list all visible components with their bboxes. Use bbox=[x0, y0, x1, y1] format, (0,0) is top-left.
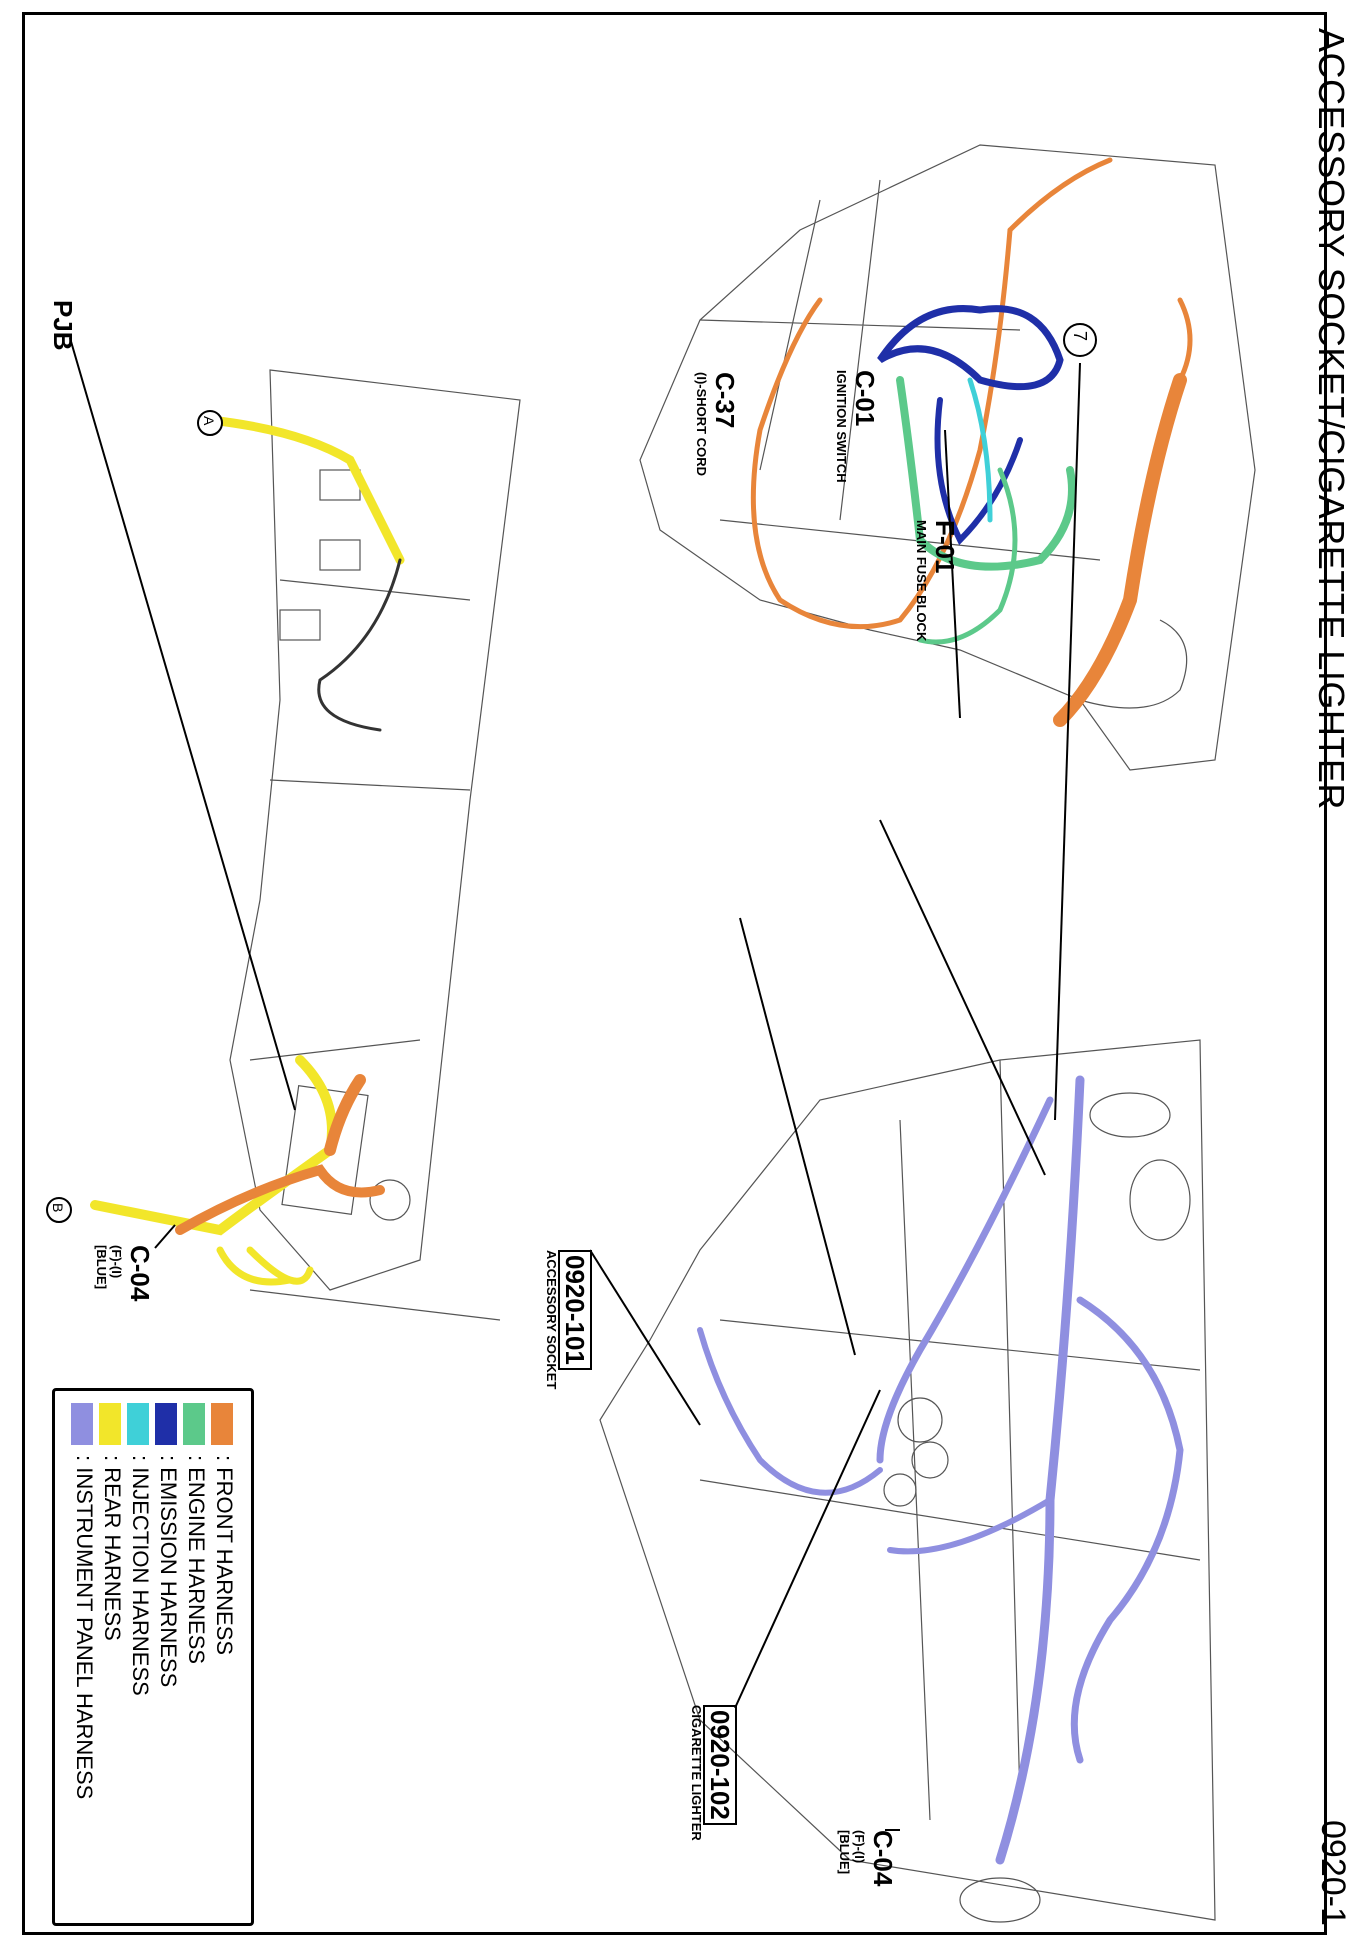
leader-lines bbox=[69, 337, 1081, 1831]
engine-bay-harnesses bbox=[750, 157, 1193, 727]
c04-right-l2: [BLUE] bbox=[837, 1830, 852, 1875]
legend-swatch bbox=[99, 1403, 121, 1445]
legend-label: : INSTRUMENT PANEL HARNESS bbox=[72, 1455, 97, 1800]
c37-code: C-37 bbox=[710, 372, 740, 429]
callout-f01: F-01 MAIN FUSE BLOCK bbox=[914, 520, 960, 641]
legend-swatch bbox=[71, 1403, 93, 1445]
callout-cigarette-lighter: 0920-102 CIGARETTE LIGHTER bbox=[689, 1705, 737, 1841]
legend-swatch bbox=[211, 1403, 233, 1445]
marker-b: B bbox=[50, 1203, 66, 1213]
legend-label: : FRONT HARNESS bbox=[212, 1455, 237, 1656]
c04-left-code: C-04 bbox=[125, 1245, 155, 1302]
legend-label: : EMISSION HARNESS bbox=[156, 1455, 181, 1688]
legend-swatch bbox=[155, 1403, 177, 1445]
connector-markers bbox=[46, 323, 1097, 1223]
harness-legend: : FRONT HARNESS: ENGINE HARNESS: EMISSIO… bbox=[52, 1388, 254, 1926]
legend-label: : INJECTION HARNESS bbox=[128, 1455, 153, 1696]
legend-swatch bbox=[127, 1403, 149, 1445]
f01-desc: MAIN FUSE BLOCK bbox=[914, 520, 929, 642]
marker-a: A bbox=[201, 416, 217, 426]
legend-label: : REAR HARNESS bbox=[100, 1455, 125, 1641]
rear-harnesses bbox=[90, 415, 405, 1286]
marker-7: 7 bbox=[1070, 331, 1090, 342]
c04-left-l2: [BLUE] bbox=[94, 1245, 109, 1290]
c04-right-l1: (F)-(I) bbox=[852, 1830, 867, 1864]
callout-c37: C-37 (I)-SHORT CORD bbox=[694, 372, 740, 476]
acc-code: 0920-101 bbox=[558, 1250, 592, 1370]
instrument-panel-harness bbox=[697, 1075, 1184, 1865]
sheet-border bbox=[22, 12, 1327, 1935]
callout-pjb: PJB bbox=[48, 300, 78, 351]
callout-accessory-socket: 0920-101 ACCESSORY SOCKET bbox=[544, 1250, 592, 1390]
callout-c04-right: C-04 (F)-(I) [BLUE] bbox=[837, 1830, 898, 1886]
callout-c01: C-01 IGNITION SWITCH bbox=[834, 370, 880, 483]
acc-desc: ACCESSORY SOCKET bbox=[544, 1250, 559, 1390]
legend-swatch bbox=[183, 1403, 205, 1445]
f01-code: F-01 bbox=[930, 520, 960, 574]
callout-c04-left: C-04 (F)-(I) [BLUE] bbox=[94, 1245, 155, 1301]
c04-left-l1: (F)-(I) bbox=[109, 1245, 124, 1279]
c01-code: C-01 bbox=[850, 370, 880, 427]
c01-desc: IGNITION SWITCH bbox=[834, 370, 849, 483]
legend-label: : ENGINE HARNESS bbox=[184, 1455, 209, 1665]
cig-desc: CIGARETTE LIGHTER bbox=[689, 1705, 704, 1841]
cig-code: 0920-102 bbox=[703, 1705, 737, 1825]
vehicle-outline bbox=[229, 144, 1256, 1923]
c04-right-code: C-04 bbox=[868, 1830, 898, 1887]
c37-desc: (I)-SHORT CORD bbox=[694, 372, 709, 476]
